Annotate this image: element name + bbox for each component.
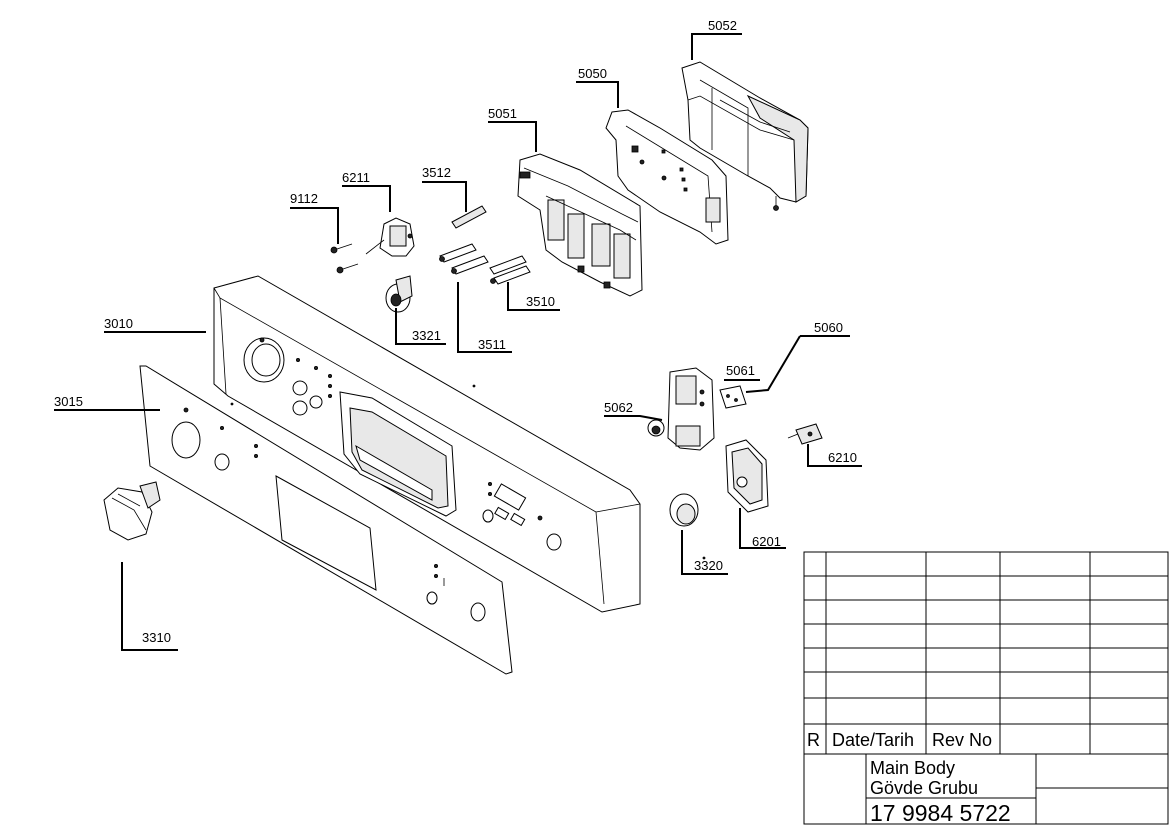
- label-3015: 3015: [54, 394, 83, 409]
- part-3310-knob: [103, 481, 161, 541]
- part-3512-light-guide: [451, 205, 487, 229]
- label-5060: 5060: [814, 320, 843, 335]
- part-5050-pcb: [605, 109, 729, 245]
- label-5051: 5051: [488, 106, 517, 121]
- title-block-description-tr: Gövde Grubu: [870, 778, 978, 798]
- part-6210-connector: [787, 423, 823, 445]
- part-3320-knob: [669, 493, 699, 527]
- title-block-date-header: Date/Tarih: [832, 730, 914, 750]
- title-block-part-number: 17 9984 5722: [870, 800, 1011, 826]
- label-3321: 3321: [412, 328, 441, 343]
- label-3512: 3512: [422, 165, 451, 180]
- label-3310: 3310: [142, 630, 171, 645]
- part-5061-board: [719, 385, 747, 409]
- part-5052-housing: [681, 61, 809, 211]
- label-6210: 6210: [828, 450, 857, 465]
- label-6201: 6201: [752, 534, 781, 549]
- label-9112: 9112: [290, 191, 318, 206]
- part-3010-control-panel: [213, 275, 641, 613]
- label-5052: 5052: [708, 18, 737, 33]
- label-5050: 5050: [578, 66, 607, 81]
- part-6201-cover: [725, 439, 769, 513]
- title-block-revno-header: Rev No: [932, 730, 992, 750]
- label-6211: 6211: [342, 170, 370, 185]
- part-6211-switch: [365, 217, 415, 257]
- leader-lines: [54, 33, 862, 651]
- part-3511-light-pipes: [439, 243, 489, 275]
- part-9112-screws: [330, 243, 359, 274]
- assembly-dots: [230, 384, 706, 560]
- part-5062-module: [647, 367, 715, 451]
- label-3511: 3511: [478, 337, 506, 352]
- label-3010: 3010: [104, 316, 133, 331]
- label-5062: 5062: [604, 400, 633, 415]
- title-block: [803, 551, 1169, 825]
- part-5051-frame: [517, 153, 643, 297]
- part-3015-decor-panel: [139, 365, 513, 675]
- label-3510: 3510: [526, 294, 555, 309]
- part-3510-light-pipes: [489, 255, 531, 285]
- label-5061: 5061: [726, 363, 755, 378]
- title-block-description-en: Main Body: [870, 758, 955, 778]
- label-3320: 3320: [694, 558, 723, 573]
- title-block-r-header: R: [807, 730, 820, 750]
- part-3321-knob: [385, 275, 413, 313]
